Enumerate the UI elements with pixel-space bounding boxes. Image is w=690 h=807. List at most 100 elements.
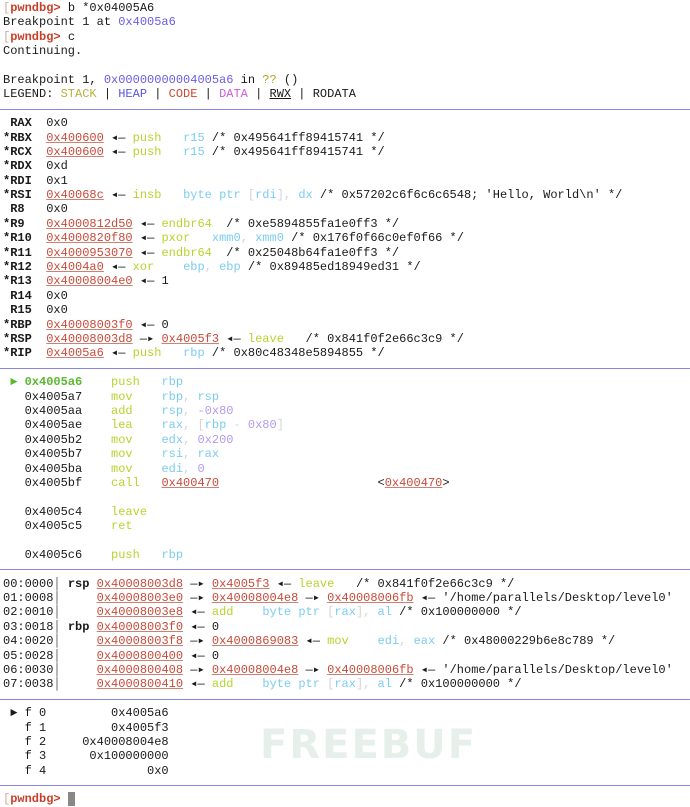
section-separator (0, 102, 690, 116)
text-segment: CODE (168, 87, 198, 102)
text-segment: ], (355, 605, 378, 620)
command-line: [pwndbg> b *0x04005A6 (3, 1, 690, 15)
text-segment: () (276, 72, 299, 87)
address-pointer: 0x40008006fb (327, 591, 414, 606)
address-pointer: 0x40068c (46, 188, 104, 203)
text-segment: Breakpoint 1 at (3, 15, 119, 30)
text-segment: /* 0x176f0f66c0ef0f66 */ (283, 231, 464, 246)
text-segment: c (67, 29, 76, 44)
text-segment: 0x0 (46, 202, 68, 217)
text-segment: 00:0000 (3, 576, 54, 591)
text-segment (61, 634, 97, 648)
text-segment: —▸ (183, 576, 212, 591)
text-segment: ?? (262, 72, 277, 87)
text-segment: ] (276, 418, 284, 433)
text-segment: 0x0 (46, 116, 68, 131)
address-pointer: 0x40008003f0 (96, 619, 184, 634)
register-line: *RBX 0x400600 ◂— push r15 /* 0x495641ff8… (3, 131, 690, 145)
text-segment: │ (53, 619, 61, 634)
address-pointer: 0x40008003e8 (96, 605, 184, 620)
text-segment (61, 649, 97, 663)
register-line: R8 0x0 (3, 202, 690, 216)
text-segment: < (219, 475, 385, 490)
address-pointer: 0x4000812d50 (46, 216, 133, 231)
text-segment: ◂— 1 (132, 274, 169, 289)
text-segment: HEAP (118, 87, 148, 102)
text-segment: ► (3, 375, 25, 390)
command-line: [pwndbg> (3, 792, 690, 807)
instruction-mnemonic: mov (111, 389, 133, 404)
disasm-line: 0x4005c5 ret (3, 519, 690, 533)
text-segment: Breakpoint 1, (3, 72, 104, 87)
address-pointer: 0x40008003e0 (96, 591, 184, 606)
backtrace-frame: ► f 0 0x4005a6 (3, 706, 690, 720)
stack-line: 04:0020│ 0x40008003f8 —▸ 0x4000869083 ◂—… (3, 634, 690, 648)
register-operand: dx (298, 188, 313, 203)
text-segment: ◂— 0 (132, 317, 169, 332)
text-segment: 0x4005c4 (3, 504, 112, 519)
text-segment: [ (3, 29, 11, 44)
register-operand: rax (334, 677, 356, 692)
text-segment: *RBP (3, 317, 47, 332)
prompt: pwndbg> (10, 1, 68, 15)
address-pointer: 0x40008003d8 (96, 576, 184, 591)
text-cursor[interactable] (67, 792, 76, 807)
disasm-line: 0x4005aa add rsp, -0x80 (3, 404, 690, 418)
register-operand: al (377, 605, 392, 620)
register-operand: rax (334, 605, 356, 620)
text-segment: —▸ (132, 331, 162, 346)
text-segment (140, 375, 162, 389)
address-pointer: 0x4000800410 (96, 677, 184, 692)
text-segment: ◂— (298, 634, 328, 649)
register-operand: ebp (183, 260, 205, 275)
text-segment: , (183, 461, 198, 476)
text-segment: ◂— 0 (183, 619, 220, 634)
text-segment: , (183, 432, 198, 447)
text-segment: , [ (183, 418, 205, 433)
instruction-mnemonic: push (111, 375, 140, 390)
text-segment: ► (3, 706, 25, 721)
text-segment: *RCX (3, 144, 47, 159)
text-segment: /* 0x495641ff89415741 */ (204, 130, 385, 145)
instruction-mnemonic: endbr64 (161, 216, 212, 231)
text-segment: [ (3, 1, 11, 15)
text-segment: *RIP (3, 346, 47, 361)
register-operand: xmm0 (211, 231, 241, 246)
instruction-mnemonic: add (211, 605, 234, 620)
text-segment: | (197, 87, 220, 102)
text-segment: 0x200 (197, 432, 234, 447)
backtrace-frame: f 1 0x4005f3 (3, 721, 690, 735)
text-segment: │ (53, 648, 61, 663)
register-line: *R9 0x4000812d50 ◂— endbr64 /* 0xe589485… (3, 217, 690, 231)
text-segment (133, 404, 162, 418)
disasm-line: 0x4005ba mov edi, 0 (3, 462, 690, 476)
register-line: *RSI 0x40068c ◂— insb byte ptr [rdi], dx… (3, 188, 690, 202)
instruction-mnemonic: mov (111, 432, 133, 447)
text-segment: ◂— '/home/parallels/Desktop/level0' (413, 591, 673, 606)
text-segment: ◂— 0 (183, 648, 220, 663)
text-segment: 0x80 (247, 418, 277, 433)
address-pointer: 0x40008004e8 (211, 662, 299, 677)
instruction-mnemonic: mov (111, 461, 133, 476)
text-segment (161, 188, 183, 202)
text-segment: , (183, 447, 198, 462)
address-pointer: 0x400600 (46, 130, 104, 145)
register-line: *RDI 0x1 (3, 174, 690, 188)
instruction-mnemonic: push (132, 346, 162, 361)
text-segment: ], (276, 188, 299, 203)
text-segment (161, 145, 183, 159)
stack-line: 07:0038│ 0x4000800410 ◂— add byte ptr [r… (3, 677, 690, 691)
text-segment: ◂— (103, 130, 133, 145)
register-operand: rbp (161, 375, 184, 390)
section-separator (0, 361, 690, 375)
instruction-mnemonic: leave (247, 331, 284, 346)
backtrace-frame: f 3 0x100000000 (3, 749, 690, 763)
address-pointer: 0x4000953070 (46, 245, 133, 260)
text-segment: rbp (60, 619, 97, 634)
register-operand: xmm0 (255, 231, 284, 246)
output-line: Continuing. (3, 44, 690, 58)
text-segment: 0x4005ba (3, 461, 112, 476)
text-segment: *RSP (3, 331, 47, 346)
text-segment: —▸ (183, 634, 212, 649)
